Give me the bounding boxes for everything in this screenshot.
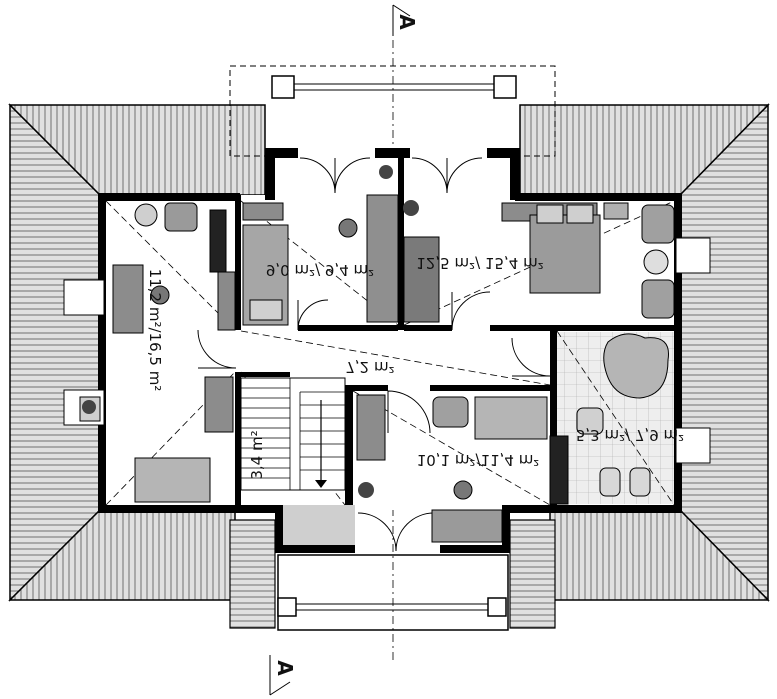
balcony-top [229,65,556,157]
floor-stair-landing [280,505,355,550]
area-room-left: 11,2 m²/16,5 m² [146,269,164,392]
area-room-child: 9,0 m²/ 9,4 m² [266,261,374,279]
stairs [240,377,346,491]
interior-walls [235,155,680,506]
section-mark-top: A [392,4,419,36]
furniture [79,194,675,543]
area-bathroom: 5,3 m²/ 7,9 m² [576,426,684,444]
area-hall: 7,2 m² [345,358,394,376]
doors [197,157,551,552]
section-label-top: A [395,14,419,30]
roof-left [8,103,266,602]
section-label-bottom: A [273,660,297,676]
area-room-master: 12,5 m²/ 15,4 m² [416,254,543,272]
exterior-walls [98,148,682,553]
area-stairs: 3,4 m² [248,430,266,479]
roof-right [519,103,770,602]
area-room-bottom: 10,1 m²/11,4 m² [417,451,540,469]
roof-dormers-bottom [229,519,556,629]
plant-icons [82,165,419,498]
section-mark-bottom: A [269,655,297,696]
